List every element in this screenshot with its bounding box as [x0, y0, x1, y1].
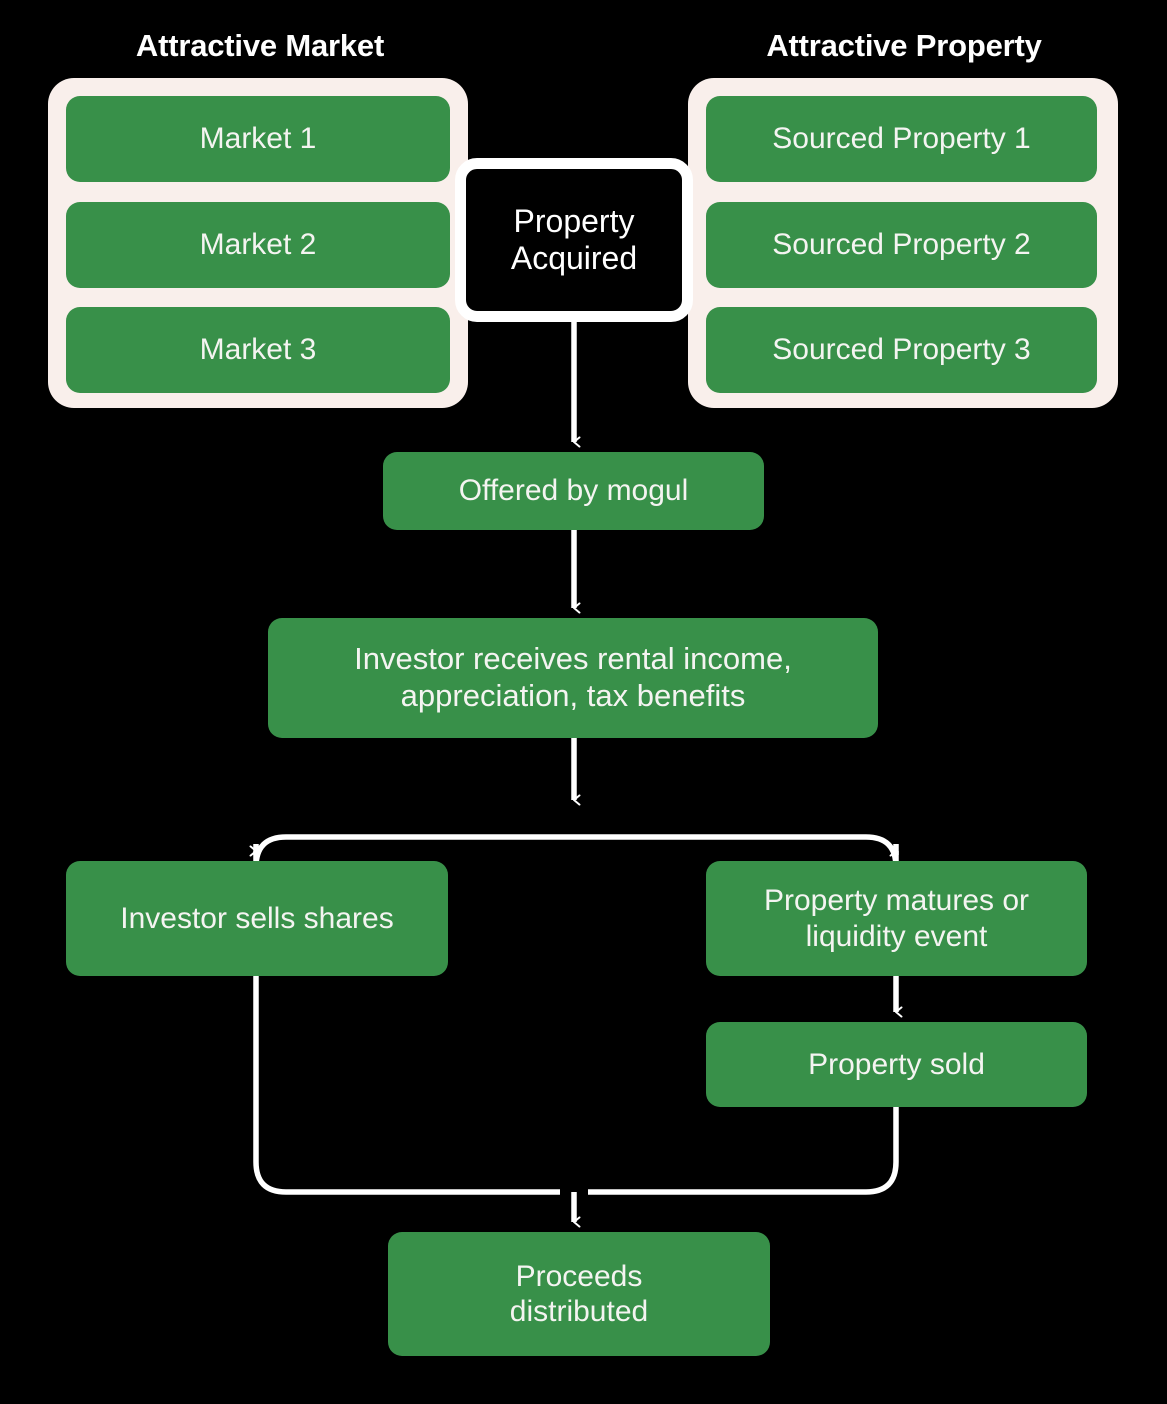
node-property-acquired-line-2: Acquired — [510, 240, 638, 276]
arrow-sold-to-merge — [588, 1107, 899, 1195]
node-proceeds-line-2: distributed — [509, 1295, 649, 1328]
arrow-sells-to-merge — [253, 976, 560, 1195]
node-market-1[interactable]: Market 1 — [66, 96, 450, 182]
node-investor-sells-shares[interactable]: Investor sells shares — [66, 861, 448, 976]
node-investor-receives-income[interactable]: Investor receives rental income, appreci… — [268, 618, 878, 738]
node-market-2[interactable]: Market 2 — [66, 202, 450, 288]
node-proceeds-line-1: Proceeds — [515, 1259, 643, 1293]
node-sourced-property-2[interactable]: Sourced Property 2 — [706, 202, 1097, 288]
node-property-acquired-line-1: Property — [513, 202, 635, 239]
node-sourced-property-3[interactable]: Sourced Property 3 — [706, 307, 1097, 393]
node-property-acquired[interactable]: Property Acquired — [455, 158, 693, 322]
node-property-sold[interactable]: Property sold — [706, 1022, 1087, 1107]
node-offered-by-mogul[interactable]: Offered by mogul — [383, 452, 764, 530]
group-title-attractive-property: Attractive Property — [766, 28, 1042, 63]
node-matures-line-2: liquidity event — [805, 919, 988, 953]
node-investor-receives-line-2: appreciation, tax benefits — [400, 678, 746, 713]
group-title-attractive-market: Attractive Market — [135, 28, 385, 63]
node-matures-line-1: Property matures or — [763, 884, 1030, 918]
node-sourced-property-1[interactable]: Sourced Property 1 — [706, 96, 1097, 182]
node-market-3[interactable]: Market 3 — [66, 307, 450, 393]
node-proceeds-distributed[interactable]: Proceeds distributed — [388, 1232, 770, 1356]
node-property-matures-or-liquidity-event[interactable]: Property matures or liquidity event — [706, 861, 1087, 976]
node-investor-receives-line-1: Investor receives rental income, — [354, 641, 792, 677]
